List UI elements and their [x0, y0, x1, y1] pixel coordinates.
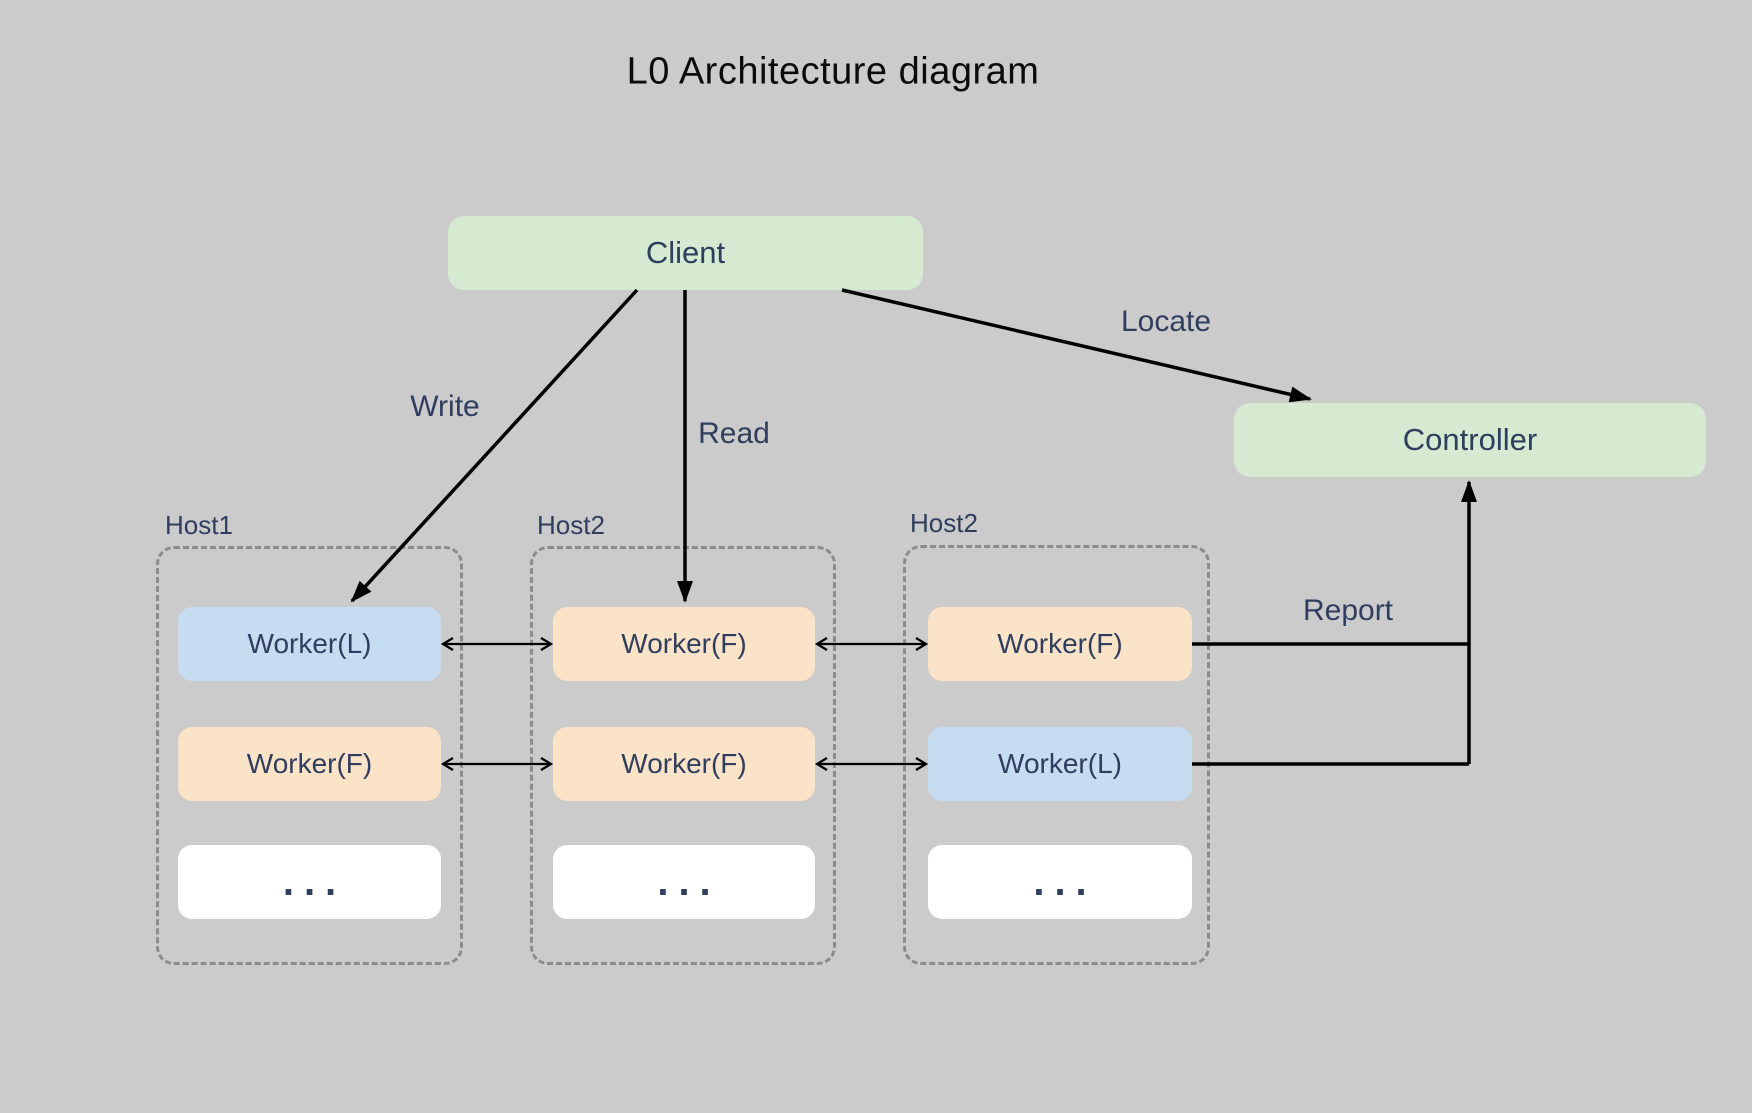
host-label: Host1 [165, 510, 233, 540]
locate-edge-label: Locate [1120, 305, 1212, 338]
host-label: Host2 [537, 510, 605, 540]
worker-node: Worker(F) [553, 727, 815, 801]
worker-node: Worker(L) [928, 727, 1192, 801]
report-edge-label: Report [1302, 594, 1394, 627]
worker-node-more: ... [178, 845, 441, 919]
host-container [156, 546, 463, 965]
worker-node-more: ... [553, 845, 815, 919]
worker-node: Worker(L) [178, 607, 441, 681]
worker-node-more: ... [928, 845, 1192, 919]
controller-node: Controller [1234, 403, 1706, 477]
worker-node: Worker(F) [553, 607, 815, 681]
read-edge-label: Read [698, 417, 770, 450]
client-node: Client [448, 216, 923, 290]
locate-arrow-line [841, 288, 1312, 403]
worker-node: Worker(F) [928, 607, 1192, 681]
write-edge-label: Write [410, 390, 480, 423]
worker-node: Worker(F) [178, 727, 441, 801]
host-label: Host2 [910, 508, 978, 538]
host-container [903, 545, 1210, 965]
diagram-title: L0 Architecture diagram [626, 50, 1040, 93]
host-container [530, 546, 836, 965]
